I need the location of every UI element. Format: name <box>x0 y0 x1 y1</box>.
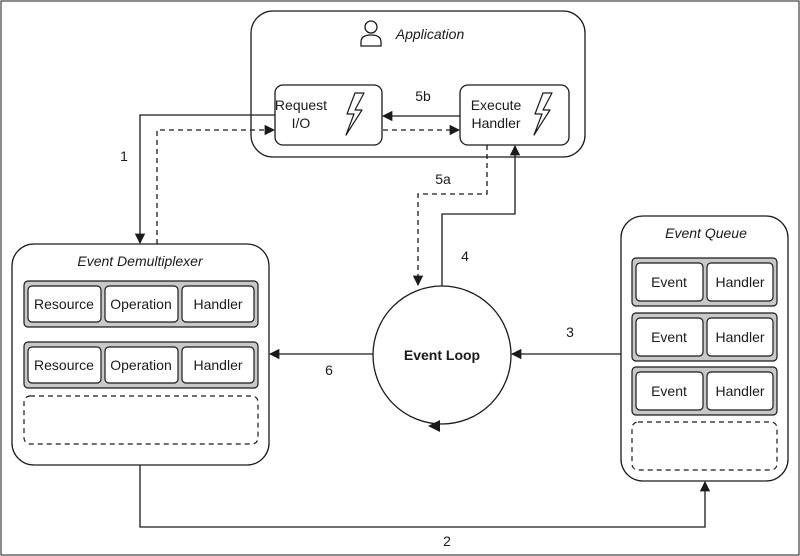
execute-handler-box: Execute Handler <box>459 84 570 146</box>
demux-handler-label: Handler <box>193 357 242 373</box>
execute-handler-label-line2: Handler <box>471 115 520 131</box>
arrow-1-dashed-return <box>156 124 276 244</box>
queue-handler-label: Handler <box>715 329 764 345</box>
queue-empty-slot <box>631 421 778 471</box>
step-2-label: 2 <box>443 533 451 549</box>
step-4-label: 4 <box>461 248 469 264</box>
demux-row: Resource Operation Handler <box>23 341 259 389</box>
step-5a-label: 5a <box>435 171 451 187</box>
demux-resource-label: Resource <box>34 357 94 373</box>
step-1-label: 1 <box>120 148 128 164</box>
step-3-label: 3 <box>566 324 574 340</box>
user-icon <box>360 20 382 47</box>
execute-handler-label-line1: Execute <box>471 97 522 113</box>
queue-event-label: Event <box>651 329 687 345</box>
queue-handler-label: Handler <box>715 274 764 290</box>
queue-row: Event Handler <box>631 366 778 416</box>
request-io-label-line1: Request <box>275 97 327 113</box>
demux-row: Resource Operation Handler <box>23 280 259 328</box>
queue-event-label: Event <box>651 274 687 290</box>
event-demultiplexer-box: Event Demultiplexer Resource Operation H… <box>11 243 270 466</box>
application-title: Application <box>395 26 465 42</box>
lightning-icon <box>345 92 365 136</box>
event-queue-box: Event Queue Event Handler Event Handler … <box>620 215 789 482</box>
request-io-label-line2: I/O <box>292 115 311 131</box>
arrow-1 <box>134 114 275 245</box>
step-6-label: 6 <box>325 362 333 378</box>
queue-row: Event Handler <box>631 312 778 362</box>
event-loop: Event Loop <box>372 285 512 432</box>
event-loop-label: Event Loop <box>404 347 480 363</box>
event-demultiplexer-title: Event Demultiplexer <box>77 253 204 269</box>
loop-direction-arrow <box>428 420 440 432</box>
queue-event-label: Event <box>651 383 687 399</box>
demux-operation-label: Operation <box>110 296 171 312</box>
request-io-box: Request I/O <box>274 84 383 146</box>
step-5b-label: 5b <box>415 88 431 104</box>
event-queue-title: Event Queue <box>665 225 747 241</box>
demux-resource-label: Resource <box>34 296 94 312</box>
demux-operation-label: Operation <box>110 357 171 373</box>
arrow-4 <box>441 144 521 286</box>
demux-handler-label: Handler <box>193 296 242 312</box>
arrow-5a <box>412 145 488 287</box>
demux-empty-slot <box>23 395 259 445</box>
queue-handler-label: Handler <box>715 383 764 399</box>
lightning-icon <box>533 92 553 136</box>
queue-row: Event Handler <box>631 257 778 307</box>
arrow-2 <box>139 465 711 528</box>
